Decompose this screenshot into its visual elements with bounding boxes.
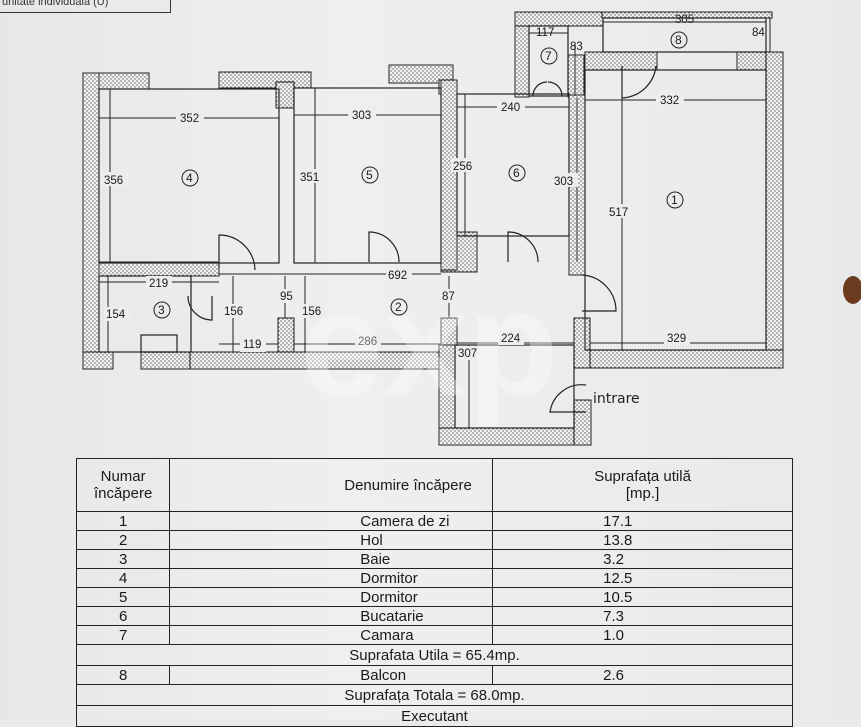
cell-number: 6 bbox=[75, 606, 171, 626]
doors bbox=[187, 65, 657, 413]
cell-name: Dormitor bbox=[169, 587, 494, 607]
dim-83: 83 bbox=[570, 41, 583, 53]
dim-119: 119 bbox=[243, 339, 261, 351]
dim-329: 329 bbox=[667, 333, 686, 345]
useful-total: Suprafata Utila = 65.4mp. bbox=[76, 644, 793, 666]
dim-303: 303 bbox=[352, 110, 371, 122]
cell-name: Hol bbox=[169, 530, 494, 550]
dim-95: 95 bbox=[280, 291, 293, 303]
header-area-line2: [mp.] bbox=[625, 485, 660, 502]
room-outlines bbox=[98, 17, 767, 429]
rooms-table: Numar încăpere Denumire încăpere Suprafa… bbox=[75, 458, 793, 727]
header-number-line2: încăpere bbox=[93, 485, 153, 502]
dim-224: 224 bbox=[501, 333, 521, 345]
table-row: 1 Camera de zi 17.1 bbox=[75, 511, 793, 531]
table-header-row: Numar încăpere Denumire încăpere Suprafa… bbox=[75, 458, 793, 512]
dim-117: 117 bbox=[536, 27, 554, 39]
room-number-8: 8 bbox=[675, 33, 682, 47]
grand-total: Suprafața Totala = 68.0mp. bbox=[76, 684, 793, 706]
cell-number: 2 bbox=[75, 530, 171, 550]
dim-351: 351 bbox=[300, 172, 319, 184]
header-name: Denumire încăpere bbox=[169, 458, 494, 512]
dim-332: 332 bbox=[660, 95, 679, 107]
header-area-line1: Suprafața utilă bbox=[594, 468, 691, 485]
dim-517: 517 bbox=[609, 207, 628, 219]
cell-area: 13.8 bbox=[492, 530, 793, 550]
header-fragment: unitate individuala (U) bbox=[0, 0, 171, 13]
cell-number: 5 bbox=[75, 587, 171, 607]
header-area: Suprafața utilă [mp.] bbox=[492, 458, 793, 512]
header-number: Numar încăpere bbox=[75, 458, 171, 512]
header-number-line1: Numar bbox=[100, 468, 146, 485]
binder-hole bbox=[843, 276, 861, 304]
dim-307: 307 bbox=[458, 348, 477, 360]
dim-305: 305 bbox=[675, 14, 694, 26]
room-number-7: 7 bbox=[545, 49, 552, 63]
dim-303b: 303 bbox=[554, 176, 573, 188]
room-number-6: 6 bbox=[513, 166, 520, 180]
room-number-2: 2 bbox=[395, 300, 402, 314]
dim-256: 256 bbox=[453, 161, 472, 173]
room-number-4: 4 bbox=[186, 171, 193, 185]
cell-name: Camera de zi bbox=[169, 511, 494, 531]
room-number-3: 3 bbox=[158, 303, 165, 317]
dim-356: 356 bbox=[104, 175, 123, 187]
footer-row: Executant bbox=[76, 705, 793, 727]
table-row: 4 Dormitor 12.5 bbox=[75, 568, 793, 588]
dim-154: 154 bbox=[106, 309, 126, 321]
cell-area: 3.2 bbox=[492, 549, 793, 569]
dim-286: 286 bbox=[358, 336, 377, 348]
dim-352: 352 bbox=[180, 113, 199, 125]
room-number-5: 5 bbox=[366, 168, 373, 182]
executant-label: Executant bbox=[76, 705, 793, 727]
cell-number: 3 bbox=[75, 549, 171, 569]
cell-number: 4 bbox=[75, 568, 171, 588]
cell-area: 10.5 bbox=[492, 587, 793, 607]
cell-area: 17.1 bbox=[492, 511, 793, 531]
room-markers: 1 2 3 4 5 6 7 8 bbox=[153, 31, 688, 319]
table-row: 5 Dormitor 10.5 bbox=[75, 587, 793, 607]
useful-total-row: Suprafata Utila = 65.4mp. bbox=[76, 644, 793, 666]
dimension-labels: 352 303 240 332 117 83 305 84 356 351 25… bbox=[102, 14, 765, 360]
walls bbox=[82, 11, 784, 446]
cell-name: Bucatarie bbox=[169, 606, 494, 626]
table-row: 3 Baie 3.2 bbox=[75, 549, 793, 569]
dim-156a: 156 bbox=[224, 306, 243, 318]
table-row: 7 Camara 1.0 bbox=[75, 625, 793, 645]
table-row-balcony: 8 Balcon 2.6 bbox=[75, 665, 793, 685]
grand-total-row: Suprafața Totala = 68.0mp. bbox=[76, 684, 793, 706]
cell-number: 7 bbox=[75, 625, 171, 645]
cell-number: 1 bbox=[75, 511, 171, 531]
watermark: exp bbox=[300, 259, 558, 427]
cell-area: 7.3 bbox=[492, 606, 793, 626]
dim-156b: 156 bbox=[302, 306, 321, 318]
dim-240: 240 bbox=[501, 102, 520, 114]
header-name-text: Denumire încăpere bbox=[344, 476, 472, 494]
cell-area: 1.0 bbox=[492, 625, 793, 645]
cell-number: 8 bbox=[75, 665, 171, 685]
table-row: 2 Hol 13.8 bbox=[75, 530, 793, 550]
table-row: 6 Bucatarie 7.3 bbox=[75, 606, 793, 626]
dim-692: 692 bbox=[388, 270, 407, 282]
dim-84: 84 bbox=[752, 27, 765, 39]
cell-area: 2.6 bbox=[492, 665, 793, 685]
cell-name: Dormitor bbox=[169, 568, 494, 588]
dim-219: 219 bbox=[149, 278, 168, 290]
cell-name: Camara bbox=[169, 625, 494, 645]
entrance-label: intrare bbox=[593, 391, 640, 407]
floor-plan: 352 303 240 332 117 83 305 84 356 351 25… bbox=[82, 11, 784, 446]
room-number-1: 1 bbox=[671, 193, 678, 207]
cell-name: Balcon bbox=[169, 665, 494, 685]
header-fragment-text: unitate individuala (U) bbox=[2, 0, 109, 8]
cell-name: Baie bbox=[169, 549, 494, 569]
dim-87: 87 bbox=[442, 291, 455, 303]
cell-area: 12.5 bbox=[492, 568, 793, 588]
